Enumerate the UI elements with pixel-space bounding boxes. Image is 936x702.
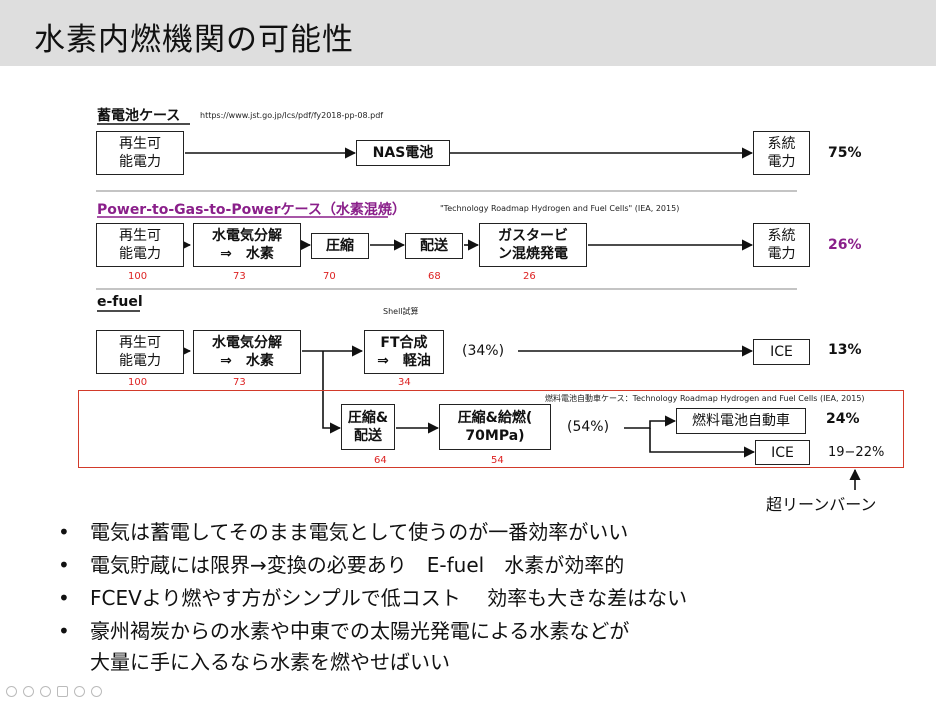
p2g-value-electrolysis: 73 bbox=[233, 271, 246, 282]
box-renewable-efuel: 再生可 能電力 bbox=[96, 330, 184, 374]
box-electrolysis-efuel: 水電気分解 ⇒ 水素 bbox=[193, 330, 301, 374]
more-icon[interactable] bbox=[91, 686, 102, 697]
bullet-3: FCEVより燃やす方がシンプルで低コスト 効率も大きな差はない bbox=[90, 586, 688, 610]
lean-burn-note: 超リーンバーン bbox=[766, 495, 877, 514]
arrow-branch-fcv bbox=[322, 351, 342, 434]
next-icon[interactable] bbox=[23, 686, 34, 697]
efuel-value-ft: 34 bbox=[398, 377, 411, 388]
efuel-shell-note: Shell試算 bbox=[383, 307, 419, 316]
bullet-4-continuation: 大量に手に入るなら水素を燃やせばいい bbox=[90, 650, 450, 674]
arrow-split-fcv bbox=[624, 415, 677, 429]
p2g-source: "Technology Roadmap Hydrogen and Fuel Ce… bbox=[440, 204, 680, 213]
efficiency-ice-hydrogen: 19−22% bbox=[828, 445, 885, 460]
p2g-value-gasturbine: 26 bbox=[523, 271, 536, 282]
slides-icon[interactable] bbox=[57, 686, 68, 697]
fcv-mid-label: (54%) bbox=[567, 419, 610, 435]
box-gasturbine-p2g: ガスタービ ン混焼発電 bbox=[479, 223, 587, 267]
box-ice-fcv: ICE bbox=[755, 440, 810, 465]
bullet-2: 電気貯蔵には限界→変換の必要あり E-fuel 水素が効率的 bbox=[90, 553, 625, 577]
p2g-value-transport: 68 bbox=[428, 271, 441, 282]
fcv-value-compress-transport: 64 bbox=[374, 455, 387, 466]
zoom-icon[interactable] bbox=[74, 686, 85, 697]
box-fuel-cell-vehicle: 燃料電池自動車 bbox=[676, 408, 806, 434]
bullet-1: 電気は蓄電してそのまま電気として使うのが一番効率がいい bbox=[90, 520, 629, 544]
efuel-value-renewable: 100 bbox=[128, 377, 148, 388]
p2g-value-compress: 70 bbox=[323, 271, 336, 282]
box-renewable-p2g: 再生可 能電力 bbox=[96, 223, 184, 267]
box-compress-fill-fcv: 圧縮&給燃( 70MPa) bbox=[439, 404, 551, 450]
p2g-case-header: Power-to-Gas-to-Powerケース（水素混焼） bbox=[97, 202, 406, 218]
box-ice-efuel: ICE bbox=[753, 339, 810, 365]
efficiency-efuel: 13% bbox=[828, 342, 862, 358]
bullet-mark-1: • bbox=[58, 520, 70, 544]
box-ft-synthesis: FT合成 ⇒ 軽油 bbox=[364, 330, 444, 374]
title-bar bbox=[0, 0, 936, 66]
page-title: 水素内燃機関の可能性 bbox=[34, 22, 354, 58]
pen-icon[interactable] bbox=[40, 686, 51, 697]
box-transport-p2g: 配送 bbox=[405, 233, 463, 259]
efuel-mid-label: (34%) bbox=[462, 343, 505, 359]
fcv-value-compress-fill: 54 bbox=[491, 455, 504, 466]
box-electrolysis-p2g: 水電気分解 ⇒ 水素 bbox=[193, 223, 301, 267]
efficiency-fcv: 24% bbox=[826, 411, 860, 427]
p2g-value-renewable: 100 bbox=[128, 271, 148, 282]
fcv-source: 燃料電池自動車ケース：Technology Roadmap Hydrogen a… bbox=[545, 394, 865, 403]
bullet-mark-3: • bbox=[58, 586, 70, 610]
arrow-split-ice bbox=[649, 428, 756, 458]
efuel-value-electrolysis: 73 bbox=[233, 377, 246, 388]
efuel-case-header: e-fuel bbox=[97, 294, 143, 310]
efficiency-battery: 75% bbox=[828, 145, 862, 161]
bullet-mark-4: • bbox=[58, 619, 70, 643]
box-compress-transport-fcv: 圧縮& 配送 bbox=[341, 404, 395, 450]
bullet-4: 豪州褐炭からの水素や中東での太陽光発電による水素などが bbox=[90, 619, 630, 643]
fcv-case-frame bbox=[78, 390, 904, 468]
box-compress-p2g: 圧縮 bbox=[311, 233, 369, 259]
battery-source: https://www.jst.go.jp/lcs/pdf/fy2018-pp-… bbox=[200, 111, 384, 120]
prev-icon[interactable] bbox=[6, 686, 17, 697]
box-grid-battery: 系統 電力 bbox=[753, 131, 810, 175]
box-nas-battery: NAS電池 bbox=[356, 140, 450, 166]
battery-case-header: 蓄電池ケース bbox=[97, 108, 181, 124]
box-renewable-battery: 再生可 能電力 bbox=[96, 131, 184, 175]
bullet-mark-2: • bbox=[58, 553, 70, 577]
efficiency-p2g: 26% bbox=[828, 237, 862, 253]
box-grid-p2g: 系統 電力 bbox=[753, 223, 810, 267]
